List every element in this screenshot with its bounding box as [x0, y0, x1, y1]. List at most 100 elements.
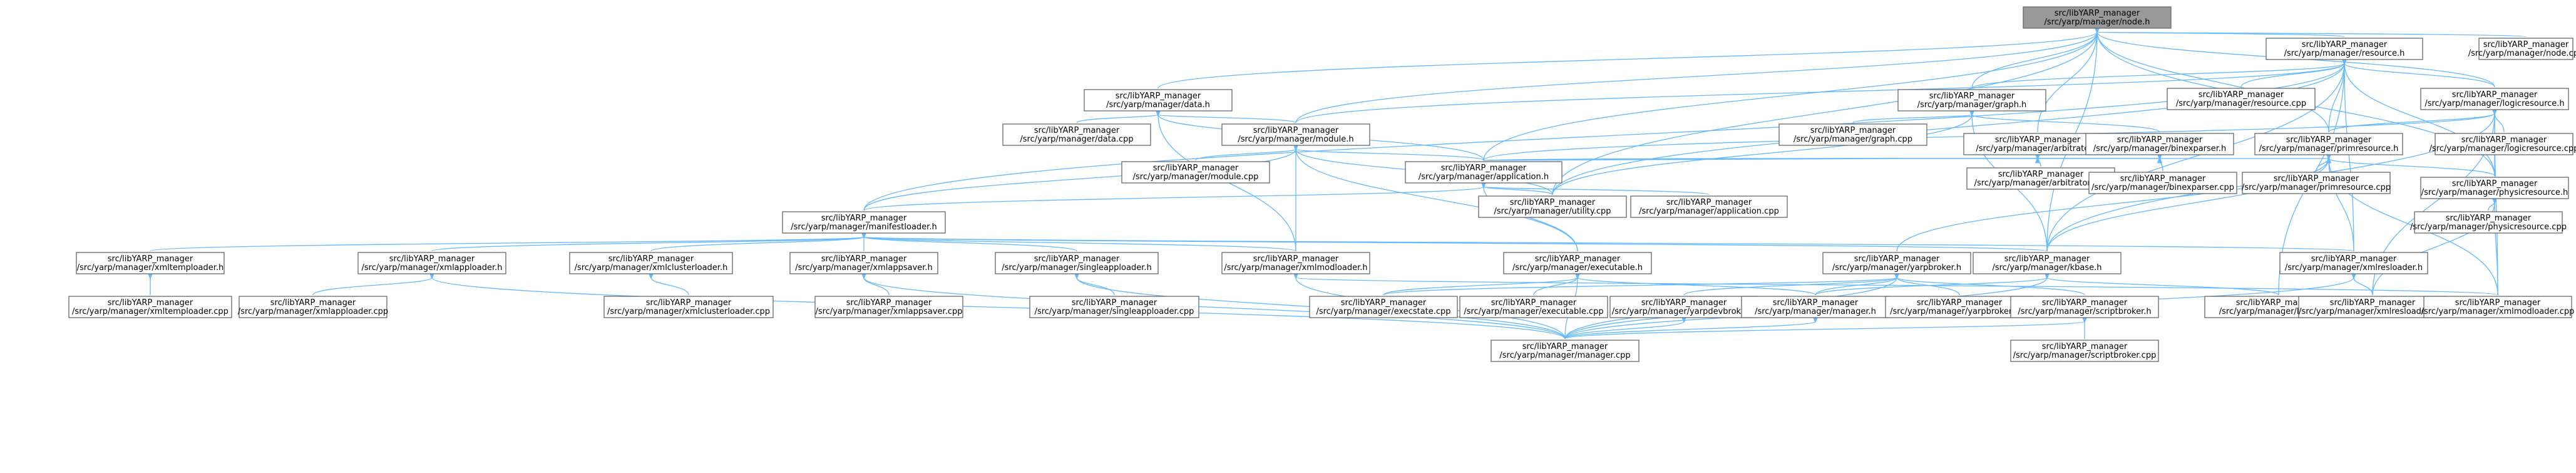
- node-application-h[interactable]: src/libYARP_manager/src/yarp/manager/app…: [1405, 161, 1563, 184]
- node-label-line2: /src/yarp/manager/module.h: [1238, 135, 1353, 144]
- node-label-line1: src/libYARP_manager: [2452, 90, 2538, 100]
- edge-resource_h-to-xmlresloader_h: [2344, 63, 2354, 252]
- node-box: [1973, 252, 2122, 274]
- node-xmlappsaver-cpp[interactable]: src/libYARP_manager/src/yarp/manager/xml…: [814, 296, 963, 318]
- node-xmlapploader-cpp[interactable]: src/libYARP_manager/src/yarp/manager/xml…: [238, 296, 388, 318]
- node-node-h[interactable]: src/libYARP_manager/src/yarp/manager/nod…: [2023, 6, 2172, 29]
- node-xmltemploader-h[interactable]: src/libYARP_manager/src/yarp/manager/xml…: [76, 252, 225, 274]
- edge-node_h-to-primresource_h: [2097, 32, 2329, 133]
- node-executable-h[interactable]: src/libYARP_manager/src/yarp/manager/exe…: [1503, 252, 1652, 274]
- node-label-line1: src/libYARP_manager: [1995, 135, 2081, 145]
- node-label-line1: src/libYARP_manager: [2004, 254, 2090, 264]
- edge-xmlclusterloader_h-to-xmlclusterloader_cpp: [651, 278, 689, 296]
- node-execstate-cpp[interactable]: src/libYARP_manager/src/yarp/manager/exe…: [1309, 296, 1458, 318]
- node-yarpbroker-h[interactable]: src/libYARP_manager/src/yarp/manager/yar…: [1822, 252, 1971, 274]
- edge-manifestloader_h-to-xmlclusterloader_h: [650, 237, 864, 252]
- node-label-line1: src/libYARP_manager: [108, 298, 193, 308]
- node-data-cpp[interactable]: src/libYARP_manager/src/yarp/manager/dat…: [1002, 123, 1151, 146]
- node-module-cpp[interactable]: src/libYARP_manager/src/yarp/manager/mod…: [1121, 161, 1270, 184]
- node-data-h[interactable]: src/libYARP_manager/src/yarp/manager/dat…: [1084, 89, 1233, 112]
- node-label-line1: src/libYARP_manager: [1116, 91, 1201, 101]
- node-box: [2423, 296, 2572, 318]
- node-singleapploader-h[interactable]: src/libYARP_manager/src/yarp/manager/sin…: [995, 252, 1159, 274]
- edge-scriptbroker_h-to-manager_cpp: [1564, 321, 2085, 340]
- node-box: [1121, 161, 1270, 184]
- node-label-line1: src/libYARP_manager: [1535, 254, 1621, 264]
- edge-arbitrator_h-to-arbitrator_cpp: [2038, 159, 2041, 167]
- node-box: [2010, 296, 2159, 318]
- node-label-line1: src/libYARP_manager: [1072, 298, 1157, 308]
- edge-xmlappsaver_h-to-manager_cpp: [864, 278, 1566, 340]
- node-physicresource-cpp[interactable]: src/libYARP_manager/src/yarp/manager/phy…: [2410, 211, 2567, 234]
- node-label-line2: /src/yarp/manager/xmlmodloader.h: [1224, 263, 1367, 273]
- node-binexparser-h[interactable]: src/libYARP_manager/src/yarp/manager/bin…: [2085, 133, 2234, 155]
- node-scriptbroker-h[interactable]: src/libYARP_manager/src/yarp/manager/scr…: [2010, 296, 2159, 318]
- node-primresource-cpp[interactable]: src/libYARP_manager/src/yarp/manager/pri…: [2242, 172, 2391, 194]
- edge-data_h-to-data_cpp: [1076, 115, 1158, 123]
- node-xmltemploader-cpp[interactable]: src/libYARP_manager/src/yarp/manager/xml…: [68, 296, 232, 318]
- node-kbase-h[interactable]: src/libYARP_manager/src/yarp/manager/kba…: [1973, 252, 2122, 274]
- node-label-line1: src/libYARP_manager: [2274, 174, 2359, 184]
- node-resource-h[interactable]: src/libYARP_manager/src/yarp/manager/res…: [2266, 38, 2423, 60]
- node-xmlresloader-h[interactable]: src/libYARP_manager/src/yarp/manager/xml…: [2279, 252, 2428, 274]
- edge-application_h-to-manifestloader_h: [863, 187, 1484, 211]
- node-singleapploader-cpp[interactable]: src/libYARP_manager/src/yarp/manager/sin…: [1029, 296, 1199, 318]
- node-xmlappsaver-h[interactable]: src/libYARP_manager/src/yarp/manager/xml…: [789, 252, 938, 274]
- node-application-cpp[interactable]: src/libYARP_manager/src/yarp/manager/app…: [1630, 195, 1788, 218]
- node-label-line2: /src/yarp/manager/arbitrator.h: [1976, 144, 2099, 153]
- node-node-cpp[interactable]: src/libYARP_manager/src/yarp/manager/nod…: [2468, 38, 2576, 60]
- node-box: [357, 252, 506, 274]
- edge-manifestloader_h-to-xmlresloader_h: [864, 237, 2354, 252]
- node-label-line2: /src/yarp/manager/application.cpp: [1639, 207, 1779, 216]
- edge-primresource_h-to-physicresource_h: [2329, 159, 2495, 177]
- node-resource-cpp[interactable]: src/libYARP_manager/src/yarp/manager/res…: [2167, 88, 2316, 110]
- node-logicresource-h[interactable]: src/libYARP_manager/src/yarp/manager/log…: [2420, 88, 2569, 110]
- edge-graph_h-to-graph_cpp: [1852, 115, 1972, 123]
- edge-yarpbroker_h-to-manager_h: [1815, 278, 1897, 296]
- node-graph-cpp[interactable]: src/libYARP_manager/src/yarp/manager/gra…: [1778, 123, 1927, 146]
- node-label-line2: /src/yarp/manager/physicresource.h: [2421, 188, 2568, 197]
- node-xmlmodloader-h[interactable]: src/libYARP_manager/src/yarp/manager/xml…: [1221, 252, 1370, 274]
- node-yarpbroker-cpp[interactable]: src/libYARP_manager/src/yarp/manager/yar…: [1885, 296, 2034, 318]
- node-label-line2: /src/yarp/manager/physicresource.cpp: [2410, 222, 2567, 232]
- node-primresource-h[interactable]: src/libYARP_manager/src/yarp/manager/pri…: [2254, 133, 2403, 155]
- node-label-line2: /src/yarp/manager/node.h: [2045, 18, 2150, 27]
- node-label-line2: /src/yarp/manager/arbitrator.cpp: [1974, 179, 2108, 188]
- node-box: [2088, 172, 2237, 194]
- node-xmlmodloader-cpp[interactable]: src/libYARP_manager/src/yarp/manager/xml…: [2421, 296, 2575, 318]
- node-label-line2: /src/yarp/manager/xmlappsaver.h: [795, 263, 933, 273]
- node-yarpdevbroker-h[interactable]: src/libYARP_manager/src/yarp/manager/yar…: [1609, 296, 1758, 318]
- node-xmlclusterloader-h[interactable]: src/libYARP_manager/src/yarp/manager/xml…: [569, 252, 733, 274]
- node-label-line2: /src/yarp/manager/xmlresloader.cpp: [2299, 307, 2446, 316]
- node-manifestloader-h[interactable]: src/libYARP_manager/src/yarp/manager/man…: [782, 211, 946, 234]
- node-xmlapploader-h[interactable]: src/libYARP_manager/src/yarp/manager/xml…: [357, 252, 506, 274]
- node-physicresource-h[interactable]: src/libYARP_manager/src/yarp/manager/phy…: [2420, 177, 2569, 199]
- node-label-line2: /src/yarp/manager/resource.h: [2284, 49, 2405, 58]
- node-module-h[interactable]: src/libYARP_manager/src/yarp/manager/mod…: [1221, 123, 1370, 146]
- node-label-line2: /src/yarp/manager/module.cpp: [1133, 172, 1259, 182]
- edge-node_h-to-utility_cpp: [1552, 32, 2097, 195]
- edge-manifestloader_h-to-xmlapploader_h: [431, 237, 864, 252]
- node-manager-h[interactable]: src/libYARP_manager/src/yarp/manager/man…: [1741, 296, 1890, 318]
- node-manager-cpp[interactable]: src/libYARP_manager/src/yarp/manager/man…: [1491, 340, 1640, 362]
- node-utility-cpp[interactable]: src/libYARP_manager/src/yarp/manager/uti…: [1478, 195, 1627, 218]
- node-binexparser-cpp[interactable]: src/libYARP_manager/src/yarp/manager/bin…: [2088, 172, 2237, 194]
- node-box: [1609, 296, 1758, 318]
- edge-logicresource_h-to-logicresource_cpp: [2495, 113, 2505, 133]
- edge-resource_h-to-module_h: [1295, 63, 2344, 123]
- node-label-line1: src/libYARP_manager: [2330, 298, 2416, 308]
- node-label-line1: src/libYARP_manager: [1253, 254, 1339, 264]
- node-label-line1: src/libYARP_manager: [1810, 126, 1896, 135]
- edge-manifestloader_h-to-kbase_h: [864, 237, 2048, 252]
- edge-resource_h-to-logicresource_h: [2344, 63, 2495, 88]
- node-xmlclusterloader-cpp[interactable]: src/libYARP_manager/src/yarp/manager/xml…: [603, 296, 774, 318]
- node-logicresource-cpp[interactable]: src/libYARP_manager/src/yarp/manager/log…: [2430, 133, 2576, 155]
- node-xmlresloader-cpp[interactable]: src/libYARP_manager/src/yarp/manager/xml…: [2298, 296, 2447, 318]
- node-scriptbroker-cpp[interactable]: src/libYARP_manager/src/yarp/manager/scr…: [2010, 340, 2159, 362]
- node-executable-cpp[interactable]: src/libYARP_manager/src/yarp/manager/exe…: [1459, 296, 1608, 318]
- node-graph-h[interactable]: src/libYARP_manager/src/yarp/manager/gra…: [1897, 89, 2046, 112]
- edge-module_h-to-application_h: [1296, 149, 1484, 161]
- node-label-line2: /src/yarp/manager/yarpdevbroker.h: [1612, 307, 1756, 316]
- node-label-line2: /src/yarp/manager/scriptbroker.h: [2018, 307, 2151, 316]
